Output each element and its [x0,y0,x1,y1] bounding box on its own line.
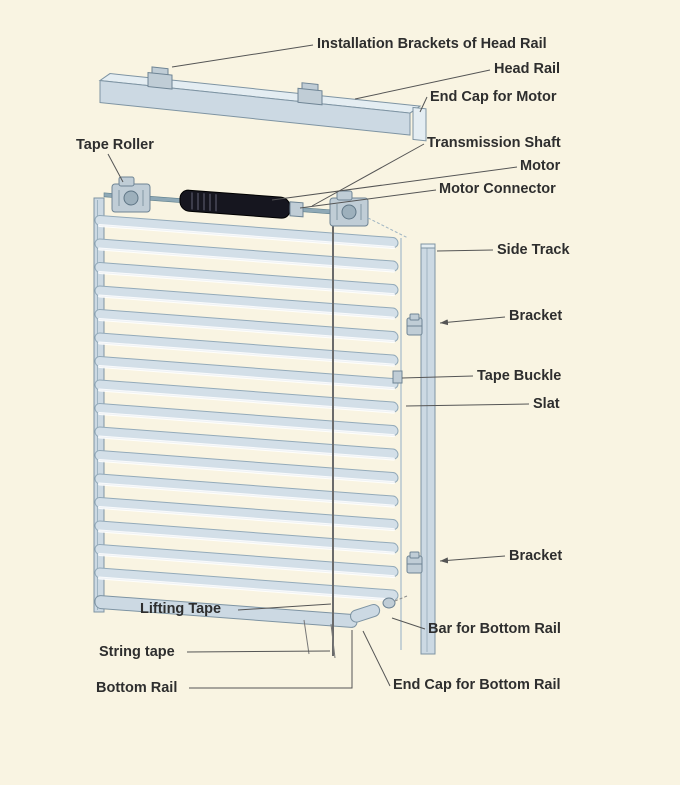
label-motor: Motor [520,158,561,174]
motor [179,189,291,219]
leader-side-track [436,249,494,252]
head-rail-assembly [98,66,427,142]
head-rail-bracket-right [297,87,323,106]
label-string-tape: String tape [99,644,175,660]
side-track-bracket-top [406,313,423,336]
bottom-rail [94,595,358,628]
assembly-dash [394,595,408,602]
tape-roller-left [111,176,151,213]
leader-motor-connector [299,189,437,209]
label-lifting-tape: Lifting Tape [140,601,222,617]
bar-for-bottom-rail [349,604,381,623]
leader-bracket-top [439,316,506,326]
label-motor-connector: Motor Connector [439,181,556,197]
leader-bracket-bottom [439,555,506,564]
label-bracket-bottom: Bracket [509,548,563,564]
drive-assembly [103,189,367,219]
label-installation-brackets-of-head-rail: Installation Brackets of Head Rail [317,36,547,52]
label-bottom-rail: Bottom Rail [96,680,178,696]
side-track-bracket-bottom [406,551,423,574]
side-track [420,243,436,655]
assembly-dash-2 [367,217,409,239]
leader-end-cap-motor [419,96,428,113]
tape-roller-right [329,190,369,227]
label-head-rail: Head Rail [494,61,561,77]
leader-tape-roller [107,153,124,183]
leader-bottom-rail [189,630,353,689]
label-slat: Slat [533,396,560,412]
slat-stack [94,214,399,628]
head-rail-bracket-left [147,72,173,90]
leader-slat [405,403,530,407]
leader-bar-bottom-rail [391,617,426,630]
label-tape-roller: Tape Roller [76,137,154,153]
label-bar-for-bottom-rail: Bar for Bottom Rail [428,621,561,637]
leader-head-rail [354,69,491,100]
end-cap-for-bottom-rail [382,597,396,609]
label-end-cap-for-motor: End Cap for Motor [430,89,557,105]
label-side-track: Side Track [497,242,570,258]
label-bracket-top: Bracket [509,308,563,324]
leader-transmission-shaft [311,143,425,207]
leader-installation-brackets [171,44,314,68]
string-tape [303,619,310,655]
leader-lifting-tape [237,603,332,611]
end-cap-for-motor [412,106,427,142]
leader-lines [107,44,530,689]
label-tape-buckle: Tape Buckle [477,368,562,384]
leader-string-tape [186,650,331,653]
string-tape-2 [330,623,336,659]
head-rail [99,79,411,136]
label-transmission-shaft: Transmission Shaft [427,135,561,151]
leader-motor [271,166,518,201]
leader-end-cap-bottom-rail [362,630,391,687]
tape-buckle [392,370,403,384]
label-end-cap-for-bottom-rail: End Cap for Bottom Rail [393,677,561,693]
leader-tape-buckle [401,375,474,379]
motor-connector [289,201,304,218]
